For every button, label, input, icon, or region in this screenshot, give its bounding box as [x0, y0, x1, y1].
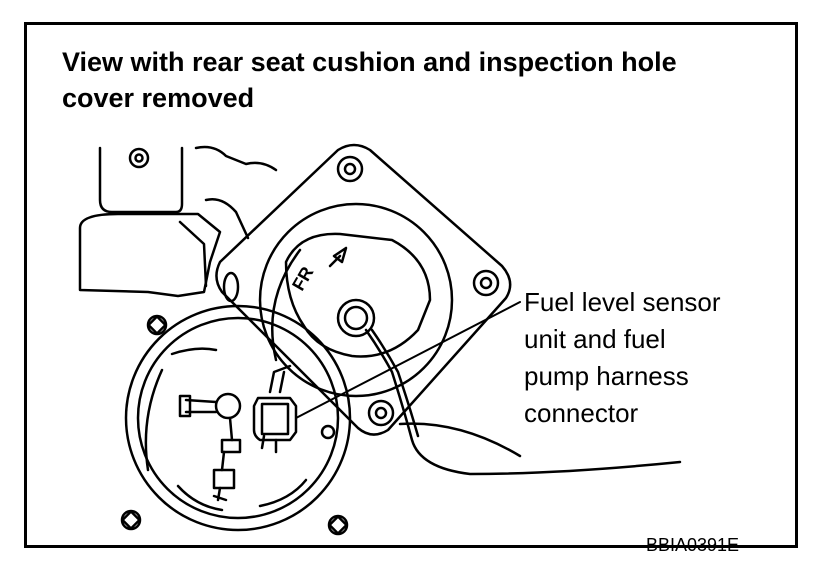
callout-leader-line: [295, 301, 521, 419]
figure-code: BBIA0391E: [646, 535, 740, 555]
figure-title: View with rear seat cushion and inspecti…: [62, 44, 762, 116]
callout-line-4: connector: [524, 398, 639, 428]
callout-line-2: unit and fuel: [524, 324, 666, 354]
callout-line-1: Fuel level sensor: [524, 287, 721, 317]
figure-title-line-1: View with rear seat cushion and inspecti…: [62, 47, 677, 77]
callout-line-3: pump harness: [524, 361, 689, 391]
figure-frame: [24, 22, 798, 548]
callout-label: Fuel level sensor unit and fuel pump har…: [524, 284, 784, 432]
cover-plate: [215, 143, 682, 476]
fuel-pump-flange: [120, 304, 352, 536]
figure-title-line-2: cover removed: [62, 83, 255, 113]
mounting-bracket: [78, 145, 278, 298]
fr-marking: FR: [288, 263, 317, 294]
